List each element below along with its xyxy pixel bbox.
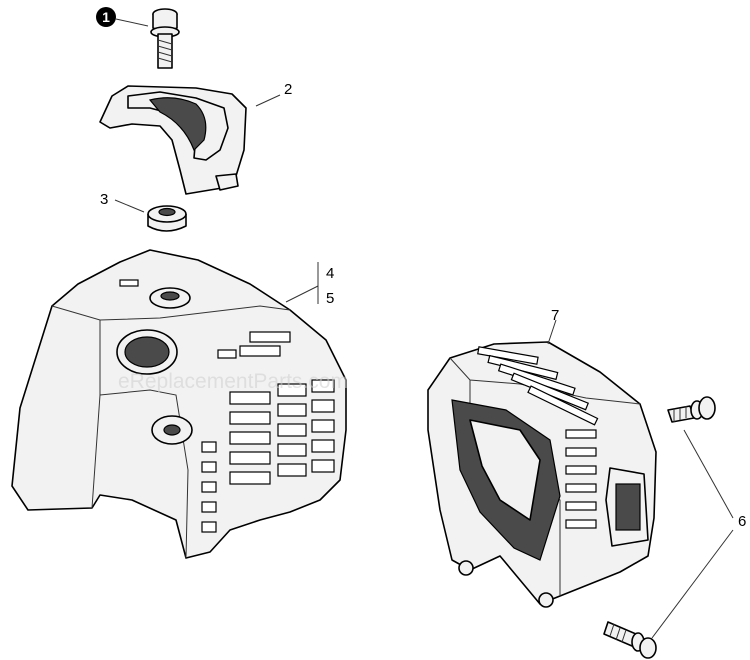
callout-2: 2	[284, 81, 292, 98]
callout-1-label: 1	[102, 9, 110, 25]
part-6-bolt-lower[interactable]	[603, 621, 657, 659]
part-4-5-engine-cover[interactable]	[11, 249, 347, 559]
leader-lines	[114, 18, 734, 639]
callout-1: 1	[96, 7, 116, 27]
callout-6: 6	[738, 513, 746, 530]
muffler-fins	[477, 346, 599, 529]
part-3-grommet[interactable]	[147, 205, 187, 232]
callout-5: 5	[326, 290, 334, 307]
part-2-bracket[interactable]	[99, 85, 247, 195]
callout-3: 3	[100, 191, 108, 208]
part-7-muffler-cover[interactable]	[427, 341, 657, 608]
part-1-bolt[interactable]	[150, 8, 180, 69]
callout-4: 4	[326, 265, 334, 282]
cover-grille	[201, 331, 335, 533]
part-6-bolt-upper[interactable]	[667, 396, 716, 423]
watermark: eReplacementParts.com	[118, 370, 348, 393]
callout-7: 7	[551, 307, 559, 324]
